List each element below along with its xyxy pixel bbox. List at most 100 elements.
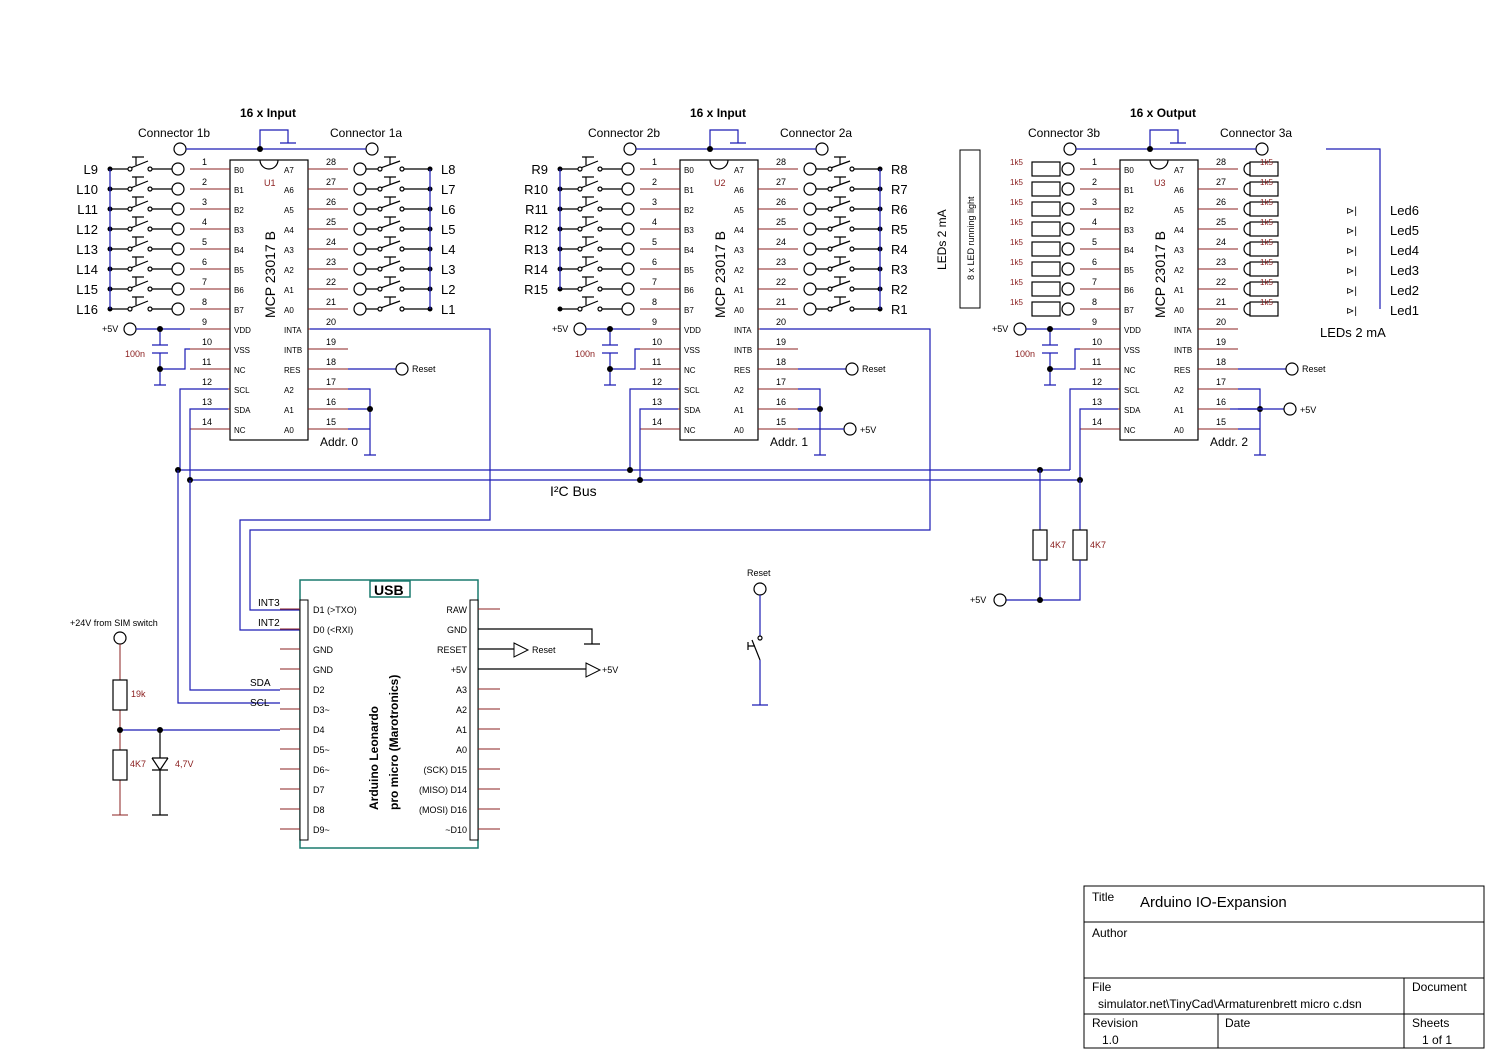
v5-terminal-pullups bbox=[993, 593, 1007, 607]
svg-text:Document: Document bbox=[1412, 980, 1467, 994]
svg-text:L10: L10 bbox=[76, 182, 98, 197]
svg-text:5: 5 bbox=[202, 237, 207, 247]
svg-text:A0: A0 bbox=[1174, 306, 1184, 315]
svg-text:6: 6 bbox=[1092, 257, 1097, 267]
svg-text:1k5: 1k5 bbox=[1260, 158, 1273, 167]
drawing-title: Arduino IO-Expansion bbox=[1140, 894, 1287, 911]
svg-text:A1: A1 bbox=[734, 406, 744, 415]
svg-text:⊳|: ⊳| bbox=[1346, 306, 1357, 317]
svg-text:20: 20 bbox=[1216, 317, 1226, 327]
svg-text:19: 19 bbox=[326, 337, 336, 347]
chip-ref: U1 bbox=[264, 178, 276, 188]
svg-text:1 of 1: 1 of 1 bbox=[1422, 1033, 1452, 1047]
connector-left: Connector 3b bbox=[1028, 126, 1100, 140]
svg-text:GND: GND bbox=[313, 665, 334, 675]
svg-text:24: 24 bbox=[1216, 237, 1226, 247]
connector-right: Connector 3a bbox=[1220, 126, 1292, 140]
svg-text:R7: R7 bbox=[891, 182, 908, 197]
svg-text:+5V: +5V bbox=[860, 425, 876, 435]
svg-text:⊳|: ⊳| bbox=[1346, 266, 1357, 277]
svg-text:(MISO) D14: (MISO) D14 bbox=[419, 785, 467, 795]
svg-text:B7: B7 bbox=[234, 306, 244, 315]
svg-text:16: 16 bbox=[326, 397, 336, 407]
svg-text:11: 11 bbox=[1092, 357, 1101, 367]
svg-text:Author: Author bbox=[1092, 926, 1127, 940]
svg-text:RES: RES bbox=[1174, 366, 1190, 375]
svg-text:L9: L9 bbox=[84, 162, 98, 177]
svg-text:D4: D4 bbox=[313, 725, 325, 735]
svg-text:B0: B0 bbox=[234, 166, 244, 175]
svg-text:L12: L12 bbox=[76, 222, 98, 237]
svg-text:A2: A2 bbox=[284, 266, 294, 275]
svg-text:4: 4 bbox=[202, 217, 207, 227]
svg-text:NC: NC bbox=[1124, 366, 1136, 375]
svg-text:R12: R12 bbox=[524, 222, 548, 237]
connector-left: Connector 1b bbox=[138, 126, 210, 140]
svg-text:9: 9 bbox=[652, 317, 657, 327]
pullup-resistor-sda bbox=[1032, 529, 1048, 561]
svg-text:B6: B6 bbox=[1124, 286, 1134, 295]
svg-text:L7: L7 bbox=[441, 182, 455, 197]
svg-text:B5: B5 bbox=[1124, 266, 1134, 275]
svg-text:GND: GND bbox=[313, 645, 334, 655]
svg-text:SCL: SCL bbox=[234, 386, 250, 395]
svg-text:B5: B5 bbox=[684, 266, 694, 275]
svg-text:1k5: 1k5 bbox=[1010, 218, 1023, 227]
svg-text:D8: D8 bbox=[313, 805, 325, 815]
svg-text:3: 3 bbox=[652, 197, 657, 207]
svg-text:5: 5 bbox=[1092, 237, 1097, 247]
svg-text:(MOSI) D16: (MOSI) D16 bbox=[419, 805, 467, 815]
svg-text:Led2: Led2 bbox=[1390, 283, 1419, 298]
svg-text:21: 21 bbox=[1216, 297, 1226, 307]
pullup-resistor-scl bbox=[1072, 529, 1088, 561]
svg-text:Reset: Reset bbox=[862, 364, 886, 374]
svg-text:1k5: 1k5 bbox=[1010, 298, 1023, 307]
svg-text:VSS: VSS bbox=[234, 346, 250, 355]
svg-text:L6: L6 bbox=[441, 202, 455, 217]
svg-text:NC: NC bbox=[684, 366, 696, 375]
svg-text:+24V from SIM switch: +24V from SIM switch bbox=[70, 618, 158, 628]
svg-text:NC: NC bbox=[1124, 426, 1136, 435]
svg-text:D0 (<RXI): D0 (<RXI) bbox=[313, 625, 353, 635]
svg-text:18: 18 bbox=[776, 357, 786, 367]
svg-text:Title: Title bbox=[1092, 890, 1115, 904]
chip-part: MCP 23017 B bbox=[262, 231, 278, 318]
svg-text:D9~: D9~ bbox=[313, 825, 330, 835]
svg-text:RAW: RAW bbox=[446, 605, 467, 615]
svg-text:12: 12 bbox=[1092, 377, 1102, 387]
svg-text:simulator.net\TinyCad\Armature: simulator.net\TinyCad\Armaturenbrett mic… bbox=[1098, 997, 1362, 1011]
svg-text:R14: R14 bbox=[524, 262, 548, 277]
svg-text:B2: B2 bbox=[684, 206, 694, 215]
svg-text:(SCK) D15: (SCK) D15 bbox=[423, 765, 467, 775]
svg-text:+5V: +5V bbox=[1300, 405, 1316, 415]
svg-text:SCL: SCL bbox=[684, 386, 700, 395]
svg-text:1k5: 1k5 bbox=[1010, 258, 1023, 267]
svg-text:Led1: Led1 bbox=[1390, 303, 1419, 318]
svg-text:A5: A5 bbox=[284, 206, 294, 215]
svg-text:R5: R5 bbox=[891, 222, 908, 237]
svg-text:Led4: Led4 bbox=[1390, 243, 1419, 258]
svg-text:1k5: 1k5 bbox=[1260, 278, 1273, 287]
svg-text:B1: B1 bbox=[234, 186, 244, 195]
reset-button[interactable]: Reset bbox=[747, 568, 771, 706]
svg-text:INTA: INTA bbox=[284, 326, 302, 335]
svg-text:20: 20 bbox=[326, 317, 336, 327]
svg-text:A2: A2 bbox=[1174, 386, 1184, 395]
svg-text:B3: B3 bbox=[684, 226, 694, 235]
svg-text:28: 28 bbox=[776, 157, 786, 167]
svg-text:9: 9 bbox=[202, 317, 207, 327]
svg-text:pro micro (Marotronics): pro micro (Marotronics) bbox=[387, 675, 401, 810]
svg-text:INT2: INT2 bbox=[258, 618, 280, 629]
svg-text:4K7: 4K7 bbox=[1050, 540, 1066, 550]
svg-text:25: 25 bbox=[326, 217, 336, 227]
svg-text:A0: A0 bbox=[734, 426, 744, 435]
svg-text:Reset: Reset bbox=[412, 364, 436, 374]
svg-text:Reset: Reset bbox=[1302, 364, 1326, 374]
svg-text:3: 3 bbox=[1092, 197, 1097, 207]
svg-text:2: 2 bbox=[1092, 177, 1097, 187]
svg-text:A3: A3 bbox=[734, 246, 744, 255]
svg-text:A3: A3 bbox=[1174, 246, 1184, 255]
svg-text:28: 28 bbox=[326, 157, 336, 167]
